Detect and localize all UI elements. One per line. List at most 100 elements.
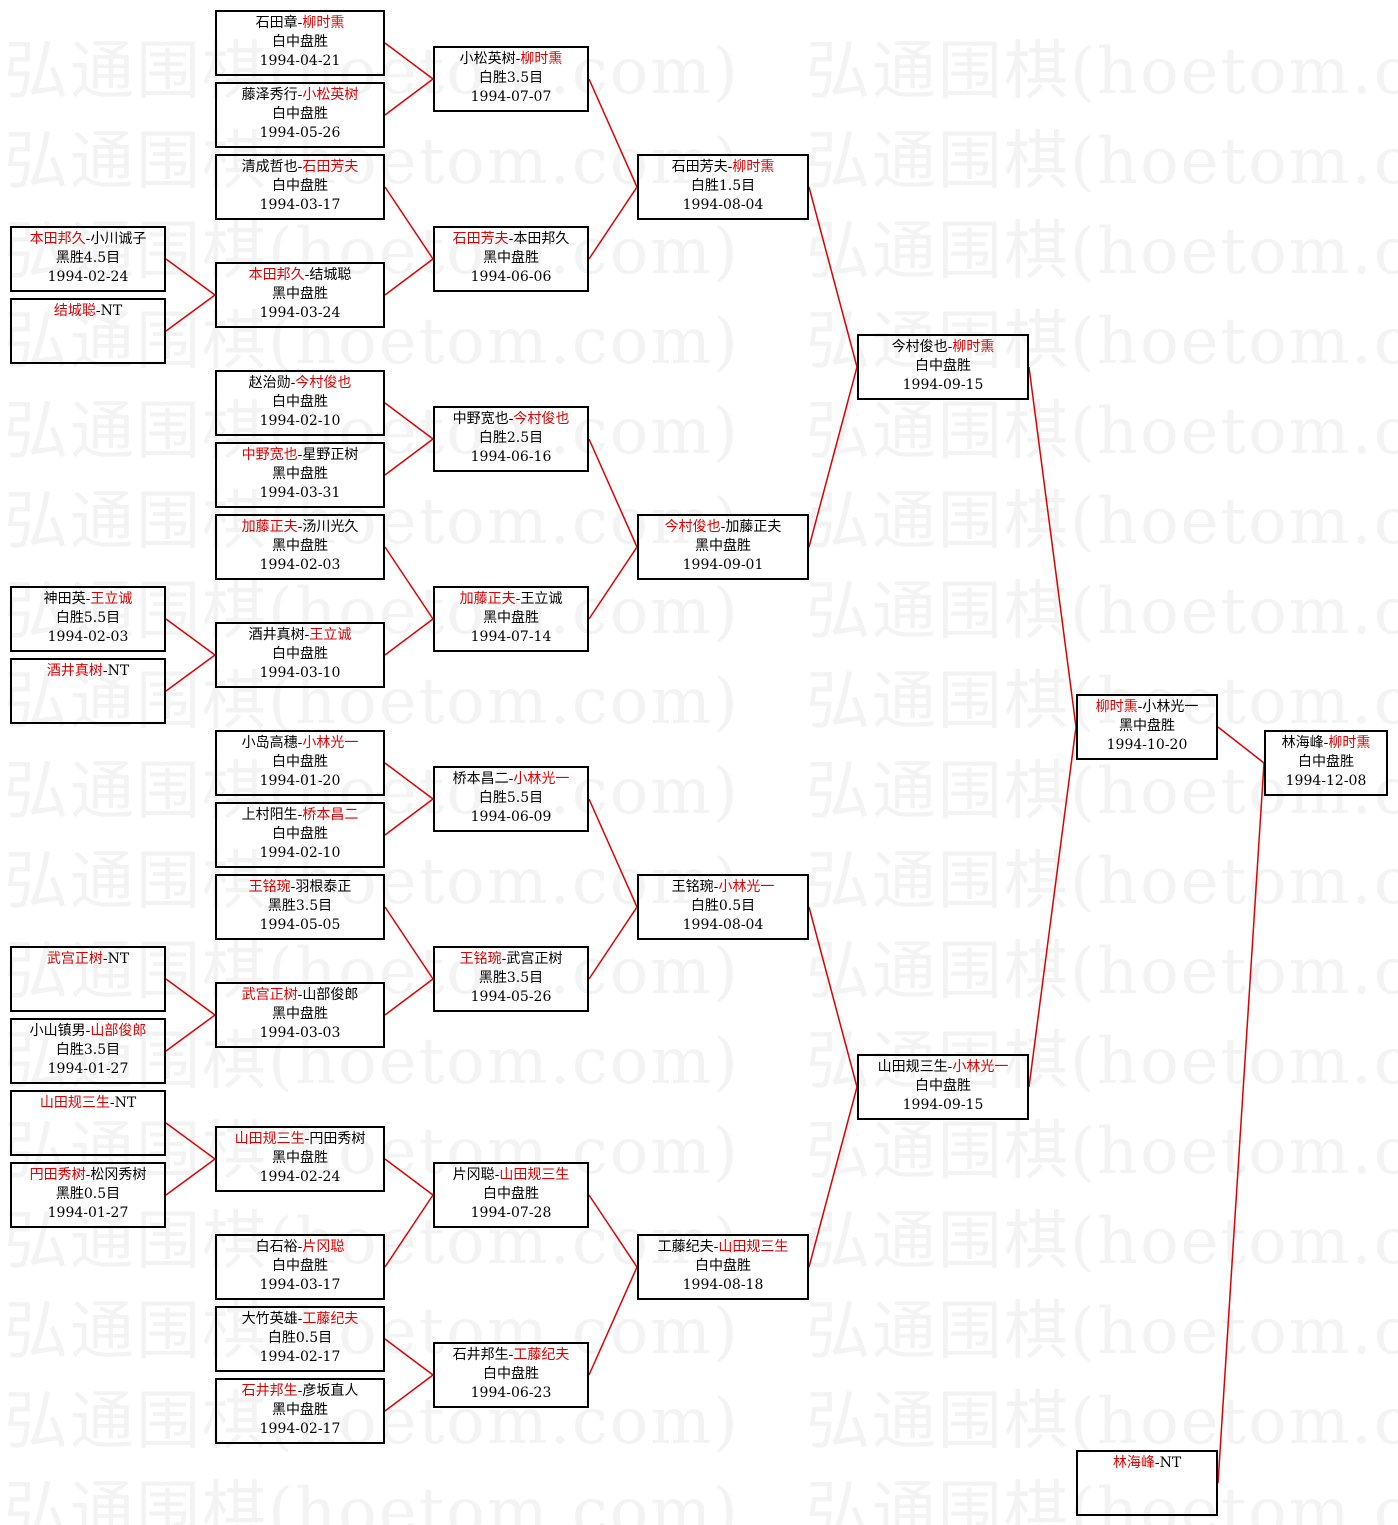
player-white: 石田芳夫 [302,159,359,175]
match-date: 1994-03-24 [259,305,341,321]
player-separator: - [297,1239,303,1255]
match-result: 白中盘胜 [483,1366,539,1382]
match-box-seed[interactable]: 林海峰-NT [1076,1450,1218,1516]
player-separator: - [85,591,91,607]
match-date: 1994-06-23 [470,1385,552,1401]
player-black: 石井邦生 [452,1347,509,1363]
match-result: 黑中盘胜 [695,538,751,554]
player-white: 结城聪 [309,267,352,283]
player-black: 今村俊也 [664,519,721,535]
match-result: 白中盘胜 [915,358,971,374]
match-box-p3a[interactable]: 武宫正树-NT [10,946,166,1012]
match-result: 白中盘胜 [272,106,328,122]
connector-r1n-r2g [384,1194,434,1268]
player-white: 小林光一 [952,1059,1009,1075]
match-players: 石井邦生-彦坂直人 [217,1382,383,1401]
player-black: 小岛高穗 [241,735,298,751]
match-players: 酒井真树-王立诚 [217,626,383,645]
connector-r1o-r2h [384,1338,434,1376]
player-separator: - [102,663,108,679]
match-date: 1994-08-18 [682,1277,764,1293]
match-date: 1994-08-04 [682,197,764,213]
match-box-r2g[interactable]: 片冈聪-山田规三生白中盘胜 1994-07-28 [433,1162,589,1228]
connector-p4b-r1m [165,1158,216,1196]
connector-r1j-r2e [384,798,434,836]
player-white: 片冈聪 [302,1239,345,1255]
player-separator: - [508,231,514,247]
connector-r2g-r3d [588,1194,638,1268]
player-separator: - [85,231,91,247]
match-date: 1994-03-17 [259,1277,341,1293]
player-separator: - [297,1311,303,1327]
player-separator: - [508,771,514,787]
connector-r2c-r3b [588,438,638,548]
connector-r3a-sf1 [808,186,858,368]
player-separator: - [297,1383,303,1399]
player-separator: - [947,1059,953,1075]
connector-r1a-r2a [384,42,434,80]
match-date: 1994-12-08 [1285,773,1367,789]
player-white: NT [1159,1455,1182,1471]
match-date: 1994-07-28 [470,1205,552,1221]
player-black: 王铭琬 [459,951,502,967]
player-separator: - [102,951,108,967]
player-black: 林海峰 [1281,735,1324,751]
match-box-p4a[interactable]: 山田规三生-NT [10,1090,166,1156]
match-date: 1994-01-27 [47,1061,129,1077]
match-result: 黑中盘胜 [483,250,539,266]
player-separator: - [494,1167,500,1183]
match-players: 片冈聪-山田规三生 [435,1166,587,1185]
match-result: 黑胜0.5目 [55,1186,121,1202]
match-result: 白中盘胜 [483,1186,539,1202]
match-box-p2b[interactable]: 酒井真树-NT [10,658,166,724]
match-result: 白中盘胜 [695,1258,751,1274]
player-separator: - [508,1347,514,1363]
player-black: 王铭琬 [248,879,291,895]
match-players: 小松英树-柳时熏 [435,50,587,69]
match-players: 山田规三生-円田秀树 [217,1130,383,1149]
match-players: 本田邦久-结城聪 [217,266,383,285]
player-black: 结城聪 [53,303,96,319]
connector-r1i-r2e [384,762,434,800]
match-box-p1b[interactable]: 结城聪-NT [10,298,166,364]
match-players: 小山镇男-山部俊郎 [12,1022,164,1041]
connector-p3b-r1l [165,1014,216,1052]
player-white: 王立诚 [90,591,133,607]
player-separator: - [501,951,507,967]
